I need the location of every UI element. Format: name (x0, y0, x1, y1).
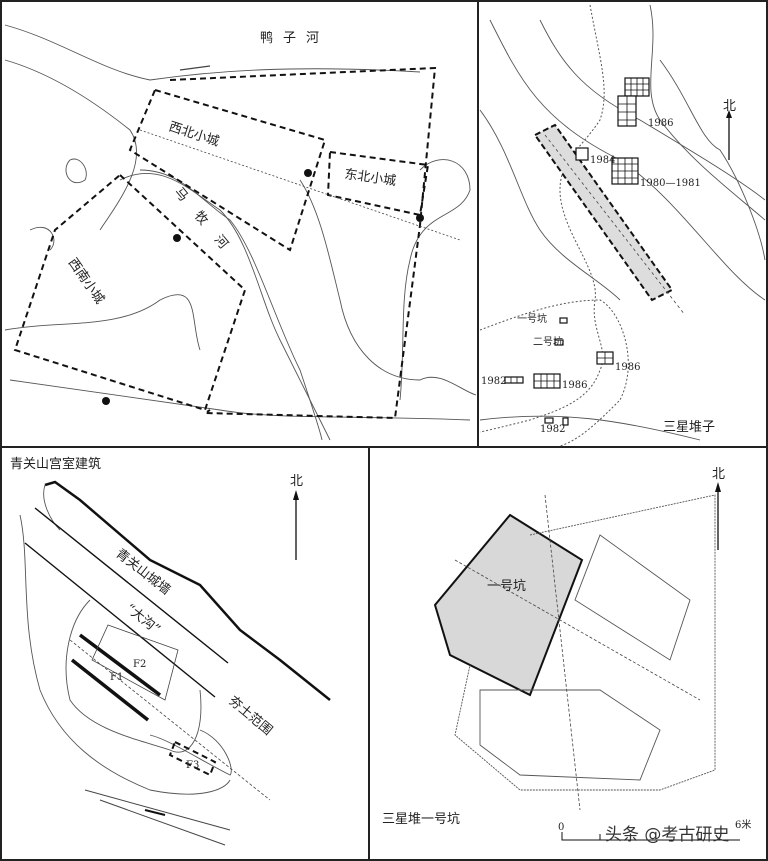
year-label: 1986 (648, 118, 673, 129)
sanxingdui-city-map: 鸭子河 西北小城 东北小城 马牧河 西南小城 (4, 24, 477, 441)
river-label-yazi: 鸭子河 (260, 31, 329, 46)
northwest-city-label: 西北小城 (167, 120, 221, 150)
southwest-city-boundary (13, 173, 247, 412)
pit-1-label: 一号坑 (517, 312, 547, 325)
year-label: 1986 (615, 362, 640, 373)
scale-zero: 0 (558, 822, 564, 833)
panel-title: 青关山宫室建筑 (10, 456, 101, 472)
northeast-city-label: 东北小城 (343, 167, 397, 189)
northwest-city-boundary (128, 88, 327, 252)
sanxingdui-mound-map: 北 1986 1984 1980—1981 1986 1986 1982 198… (479, 4, 766, 447)
year-label: 1980—1981 (640, 178, 701, 189)
north-label: 北 (723, 99, 736, 114)
pit-2-label: 二号坑 (533, 335, 563, 348)
year-label: 1982 (481, 376, 506, 387)
scale-end: 6米 (735, 818, 751, 831)
year-label: 1982 (540, 424, 565, 435)
qingguanshan-map: 青关山宫室建筑 北 青关山城墙 “大沟” 夯土范围 F1 F2 F3 (10, 456, 331, 846)
year-label: 1984 (590, 155, 615, 166)
northeast-city-boundary (326, 150, 430, 217)
year-label: 1986 (562, 380, 587, 391)
pit-1-map: 北 一号坑 三星堆一号坑 0 6米 头条 @考古研史 (382, 467, 751, 845)
f1-label: F1 (110, 672, 123, 683)
north-label: 北 (712, 467, 725, 482)
southwest-city-label: 西南小城 (65, 255, 108, 307)
watermark: 头条 @考古研史 (605, 825, 729, 845)
f2-label: F2 (133, 659, 146, 670)
rammed-earth-label: 夯土范围 (225, 694, 274, 739)
panel-title: 三星堆一号坑 (382, 812, 460, 827)
scale-bar (561, 832, 740, 841)
pit-label: 一号坑 (487, 579, 526, 594)
site-name-label: 三星堆子 (663, 420, 715, 435)
f3-label: F3 (186, 760, 199, 771)
mound-area (533, 123, 674, 302)
north-label: 北 (290, 474, 303, 489)
